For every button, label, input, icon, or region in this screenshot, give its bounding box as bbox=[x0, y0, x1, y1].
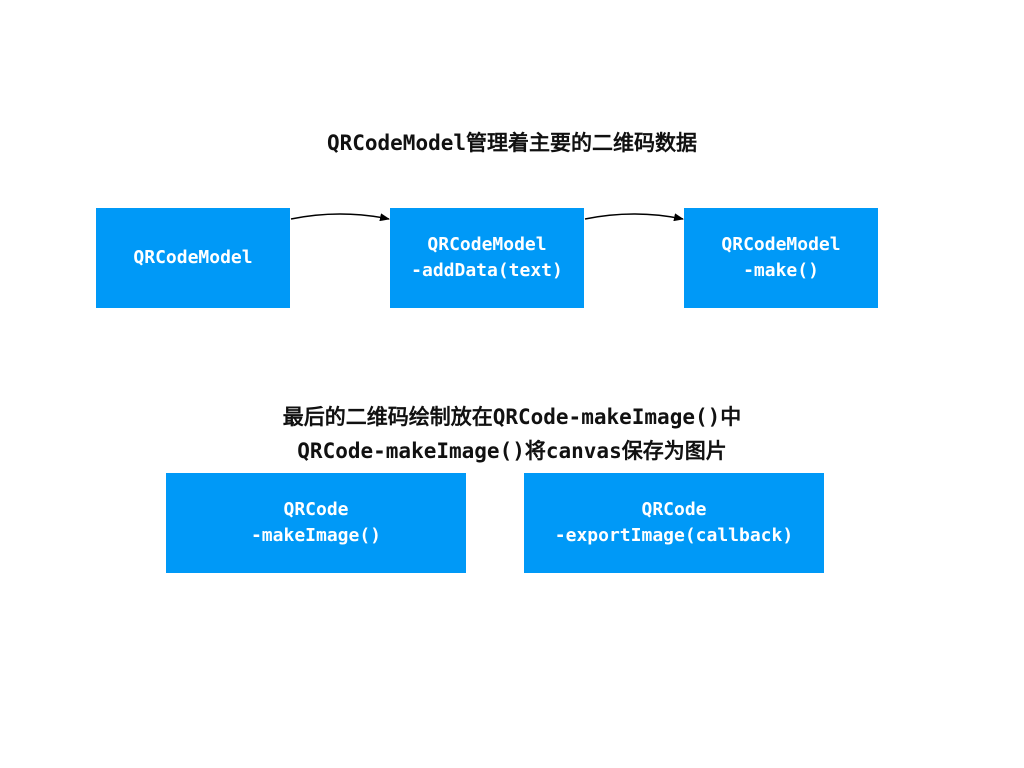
box-label-line: QRCodeModel bbox=[133, 247, 253, 268]
arrow-model-to-adddata bbox=[290, 213, 390, 222]
bottom-caption-line-1: 最后的二维码绘制放在QRCode-makeImage()中 bbox=[282, 405, 742, 429]
box-label-line: QRCode bbox=[283, 499, 349, 520]
box-label-line: -makeImage() bbox=[250, 525, 382, 546]
box-label-line: -make() bbox=[743, 260, 819, 281]
arrow-adddata-to-make bbox=[584, 213, 684, 222]
bottom-caption-line-2: QRCode-makeImage()将canvas保存为图片 bbox=[297, 439, 727, 463]
qrcodemodel-adddata-box: QRCodeModel -addData(text) bbox=[390, 208, 584, 308]
box-label-line: QRCode bbox=[641, 499, 707, 520]
box-label-line: -exportImage(callback) bbox=[554, 525, 794, 546]
qrcodemodel-box: QRCodeModel bbox=[96, 208, 290, 308]
box-label-line: QRCodeModel bbox=[721, 234, 841, 255]
qrcode-exportimage-box: QRCode -exportImage(callback) bbox=[524, 473, 824, 573]
qrcode-makeimage-box: QRCode -makeImage() bbox=[166, 473, 466, 573]
top-caption: QRCodeModel管理着主要的二维码数据 bbox=[326, 131, 698, 155]
qrcodemodel-make-box: QRCodeModel -make() bbox=[684, 208, 878, 308]
box-label-line: -addData(text) bbox=[411, 260, 563, 281]
box-label-line: QRCodeModel bbox=[427, 234, 547, 255]
